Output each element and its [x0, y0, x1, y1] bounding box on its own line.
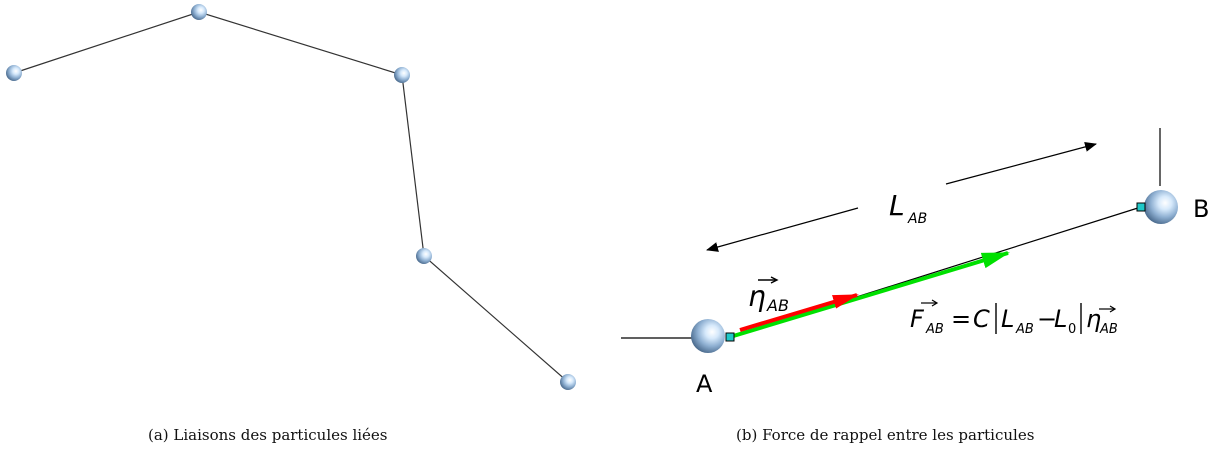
svg-text:η: η [1086, 305, 1101, 333]
svg-text:η: η [748, 280, 766, 313]
label-unit-vector: η AB [748, 276, 789, 315]
label-point-b: B [1193, 195, 1209, 223]
svg-text:AB: AB [766, 296, 789, 315]
caption-a: (a) Liaisons des particules liées [148, 426, 388, 444]
svg-text:AB: AB [925, 322, 944, 337]
svg-text:C: C [973, 305, 990, 333]
svg-text:L: L [1054, 305, 1067, 333]
svg-text:AB: AB [1015, 322, 1034, 337]
force-vector [729, 251, 1010, 339]
length-arrow-right [945, 142, 1097, 185]
caption-b: (b) Force de rappel entre les particules [736, 426, 1035, 444]
unit-vector [739, 293, 859, 332]
force-formula: F AB = C L AB − L 0 η AB [910, 299, 1118, 337]
particle-links [13, 11, 569, 383]
svg-text:=: = [951, 305, 971, 333]
particle-2 [191, 4, 207, 20]
svg-text:F: F [910, 305, 925, 333]
svg-text:0: 0 [1068, 322, 1076, 337]
particle-3 [394, 67, 410, 83]
anchor-a [725, 332, 735, 342]
panel-b-force: A B L AB η AB F AB = C L AB − L 0 η [621, 128, 1209, 398]
particle-a [691, 319, 725, 353]
svg-text:−: − [1037, 305, 1057, 333]
length-arrow-left [706, 207, 859, 252]
particle-b [1144, 190, 1178, 224]
particle-1 [6, 65, 22, 81]
panel-a-chain [6, 4, 576, 390]
label-point-a: A [696, 370, 713, 398]
svg-text:AB: AB [907, 211, 927, 227]
label-length: L AB [889, 189, 927, 227]
particle-4 [416, 248, 432, 264]
svg-text:AB: AB [1099, 322, 1118, 337]
anchor-b [1136, 202, 1146, 212]
svg-text:L: L [889, 189, 905, 222]
svg-text:L: L [1001, 305, 1014, 333]
particle-5 [560, 374, 576, 390]
